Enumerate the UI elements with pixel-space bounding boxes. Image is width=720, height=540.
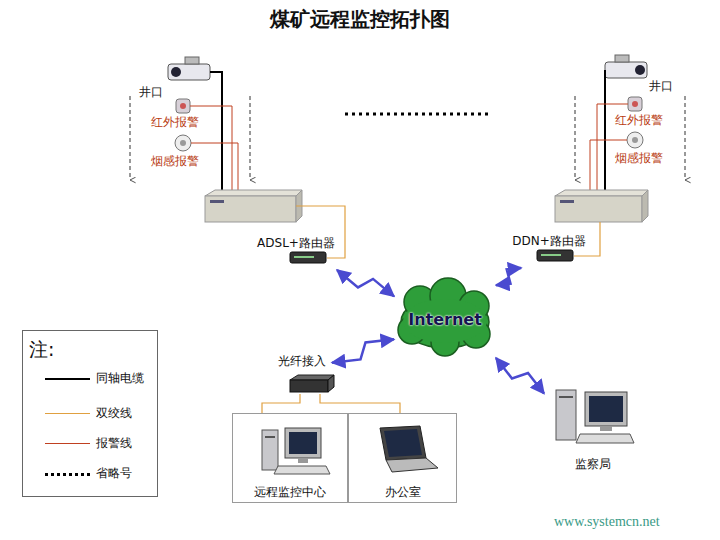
node-label: Internet (408, 310, 482, 329)
node-label: 监察局 (575, 457, 611, 471)
legend-sample (45, 473, 90, 476)
twisted-pair-link (262, 394, 300, 413)
site-label: 烟感报警 (150, 153, 200, 170)
shaft-arrow (685, 96, 686, 180)
dvr-unit (205, 190, 302, 222)
shaft-arrow (575, 96, 576, 180)
desktop-computer (262, 428, 330, 474)
network-node: DDN+路由器 (510, 234, 588, 264)
router-icon (290, 252, 326, 263)
coax-cable (210, 72, 222, 193)
site-label: 井口 (648, 78, 674, 95)
site-label: 井口 (138, 84, 164, 101)
network-node: 光纤接入 (276, 354, 328, 394)
coax-cable (604, 70, 606, 190)
legend-text: 同轴电缆 (96, 370, 144, 387)
network-link (337, 270, 394, 296)
ellipsis-dots (345, 113, 490, 116)
fiber-converter (290, 375, 334, 392)
desktop-computer (556, 390, 634, 443)
network-link (332, 339, 394, 362)
camera (168, 57, 210, 80)
node-label: ADSL+路由器 (257, 236, 335, 250)
network-node: ADSL+路由器 (255, 236, 337, 266)
watermark: www.systemcn.net (553, 514, 661, 530)
infrared-sensor (628, 97, 642, 111)
camera (605, 55, 647, 78)
shaft-arrow (250, 96, 251, 180)
node-label: 办公室 (385, 485, 421, 499)
legend-text: 双绞线 (96, 405, 132, 422)
network-link (496, 268, 521, 285)
site-label: 红外报警 (150, 114, 200, 131)
router-icon (537, 250, 573, 261)
internet-cloud (403, 299, 487, 343)
shaft-arrow (130, 96, 131, 180)
node-label: 远程监控中心 (254, 485, 326, 499)
legend-sample (45, 443, 90, 444)
twisted-pair-link (320, 394, 400, 413)
internet-cloud (398, 278, 490, 356)
network-node: 远程监控中心 (232, 413, 348, 503)
node-label: 光纤接入 (278, 354, 326, 368)
node-label: DDN+路由器 (512, 234, 586, 248)
legend-sample (45, 378, 90, 380)
legend-text: 报警线 (96, 435, 132, 452)
site-label: 烟感报警 (614, 150, 664, 167)
smoke-sensor (175, 135, 191, 151)
legend-sample (45, 413, 90, 414)
laptop-computer (380, 426, 438, 472)
dvr-unit (555, 190, 648, 222)
network-link (496, 358, 544, 394)
legend-text: 省略号 (96, 465, 132, 482)
infrared-sensor (176, 99, 190, 113)
smoke-sensor (627, 132, 643, 148)
network-node: 办公室 (348, 413, 457, 503)
twisted-pair (296, 206, 345, 258)
network-node: 监察局 (548, 386, 638, 474)
note-heading: 注: (28, 337, 55, 363)
site-label: 红外报警 (614, 112, 664, 129)
diagram-title: 煤矿远程监控拓扑图 (0, 6, 720, 33)
network-node: Internet (398, 285, 492, 355)
